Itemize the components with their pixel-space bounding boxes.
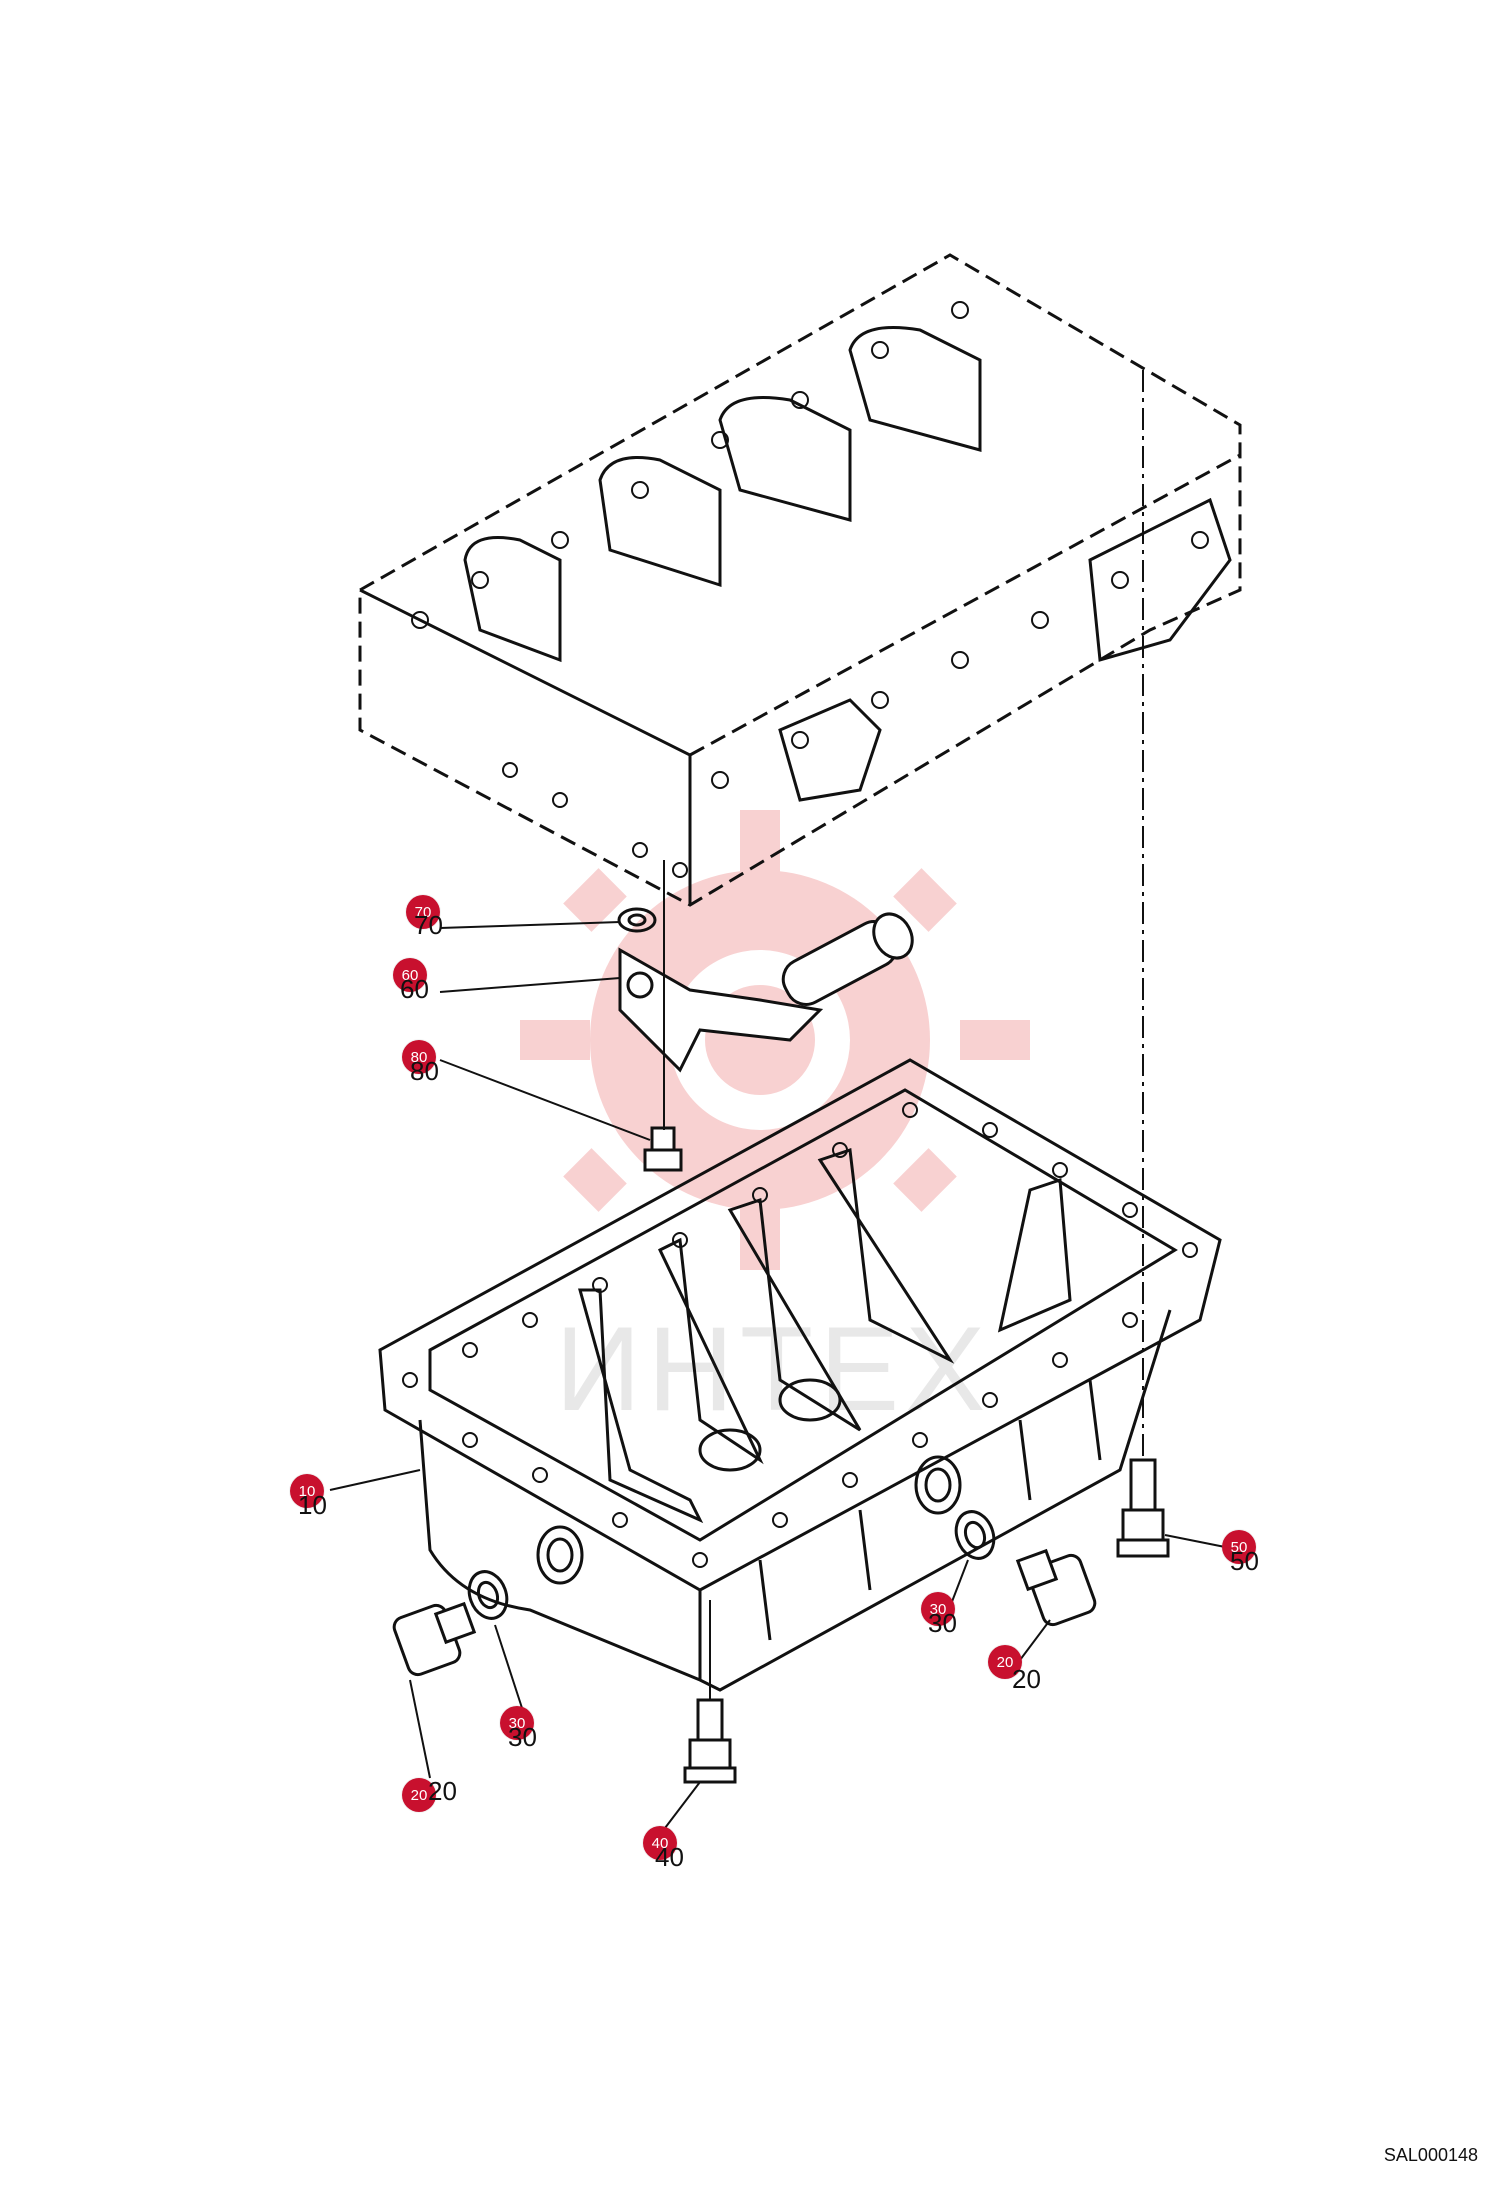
gasket-30-left [467,1570,509,1620]
ghost-label-20-right: 20 [1012,1664,1041,1694]
drain-plug-20-right [1015,1548,1097,1627]
ghost-label-40: 40 [655,1842,684,1872]
callout-30-right[interactable]: 30 [921,1592,955,1626]
gasket-30-right [954,1510,996,1560]
o-ring-70 [617,907,657,933]
ghost-label-70: 70 [414,910,443,940]
watermark [520,810,1030,1270]
ghost-label-50: 50 [1230,1546,1259,1576]
callout-50[interactable]: 50 [1222,1530,1256,1564]
callout-80[interactable]: 80 [402,1040,436,1074]
bolt-40 [683,1698,737,1784]
callout-10[interactable]: 10 [290,1474,324,1508]
oil-pan [378,1058,1222,1692]
bolt-50 [1116,1458,1170,1558]
callout-40[interactable]: 40 [643,1826,677,1860]
drain-plug-20-left [392,1601,477,1677]
ghost-label-20-left: 20 [428,1776,457,1806]
ghost-label-30-left: 30 [508,1722,537,1752]
callout-30-left[interactable]: 30 [500,1706,534,1740]
ghost-label-80: 80 [410,1056,439,1086]
bolt-80 [643,1126,683,1172]
leader-lines [329,921,1231,1829]
callout-60[interactable]: 60 [393,958,427,992]
ghost-label-60: 60 [400,974,429,1004]
ghost-label-30-right: 30 [928,1608,957,1638]
watermark-text: ИНТЕХ [555,1302,991,1436]
drawing-id: SAL000148 [1383,2145,1478,2165]
callout-20-left[interactable]: 20 [402,1778,436,1812]
callout-20-right[interactable]: 20 [988,1645,1022,1679]
oil-strainer [618,912,914,1073]
callout-70[interactable]: 70 [406,895,440,929]
ghost-label-10: 10 [298,1490,327,1520]
engine-block [358,253,1242,907]
